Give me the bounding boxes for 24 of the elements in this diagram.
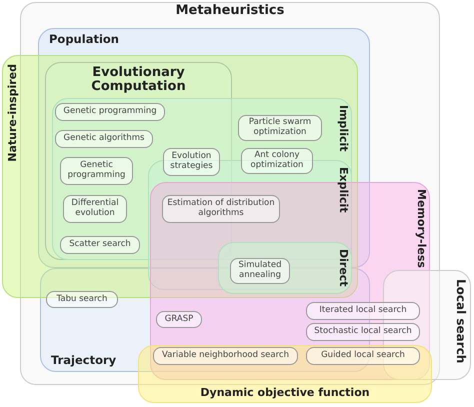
region-label: Metaheuristics: [174, 4, 286, 18]
region-label: Dynamic objective function: [199, 386, 371, 399]
region-label: Nature-inspired: [7, 64, 20, 162]
method-tag: Genetic programming: [60, 157, 133, 185]
method-tag: Variable neighborhood search: [153, 347, 298, 365]
region-label: Population: [49, 33, 119, 46]
method-tag: Estimation of distribution algorithms: [162, 195, 280, 223]
method-tag: Genetic programming: [55, 103, 165, 121]
method-tag: Scatter search: [60, 236, 140, 254]
set-region: [218, 242, 352, 294]
region-label: Local search: [454, 279, 467, 364]
set-region: [20, 2, 440, 385]
method-tag: GRASP: [156, 311, 202, 328]
region-label: Explicit: [336, 167, 349, 213]
method-tag: Differential evolution: [63, 195, 127, 223]
region-label: Memory-less: [414, 189, 427, 268]
region-label: Direct: [336, 249, 349, 287]
method-tag: Evolution strategies: [163, 148, 220, 176]
method-tag: Genetic algorithms: [55, 130, 153, 148]
region-label: Trajectory: [51, 354, 116, 367]
method-tag: Guided local search: [306, 347, 420, 365]
region-label: Evolutionary Computation: [90, 66, 187, 95]
region-label: Implicit: [336, 105, 349, 152]
set-region: [138, 345, 432, 403]
